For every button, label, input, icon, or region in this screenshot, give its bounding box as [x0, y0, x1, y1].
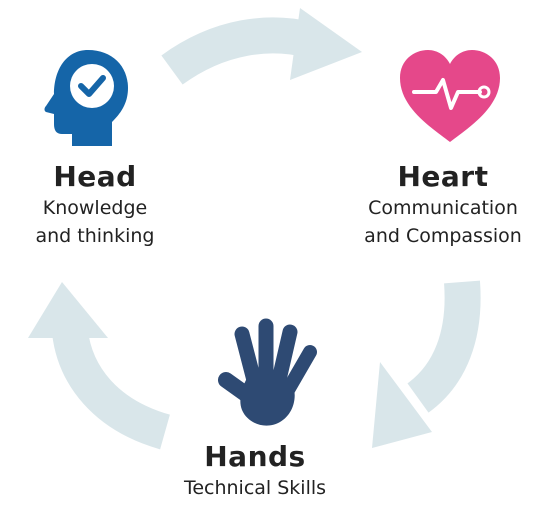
head-title: Head — [53, 160, 137, 193]
head-desc-line1: Knowledge — [42, 197, 148, 219]
hands-title: Hands — [204, 440, 306, 473]
node-heart: Heart Communication and Compassion — [335, 160, 551, 250]
node-hands: Hands Technical Skills — [135, 440, 375, 502]
head-desc-line2: and thinking — [35, 225, 155, 247]
arrow-hands-to-head — [28, 282, 171, 450]
node-head: Head Knowledge and thinking — [0, 160, 190, 250]
hand-icon — [218, 318, 317, 426]
heart-title: Heart — [397, 160, 489, 193]
heart-desc-line2: and Compassion — [364, 225, 522, 247]
arrow-heart-to-hands — [372, 280, 481, 448]
heart-desc-line1: Communication — [368, 197, 518, 219]
heartbeat-icon — [400, 50, 500, 142]
arrow-head-to-heart — [161, 8, 362, 85]
hands-desc-line1: Technical Skills — [183, 477, 327, 499]
head-check-icon — [44, 50, 128, 146]
